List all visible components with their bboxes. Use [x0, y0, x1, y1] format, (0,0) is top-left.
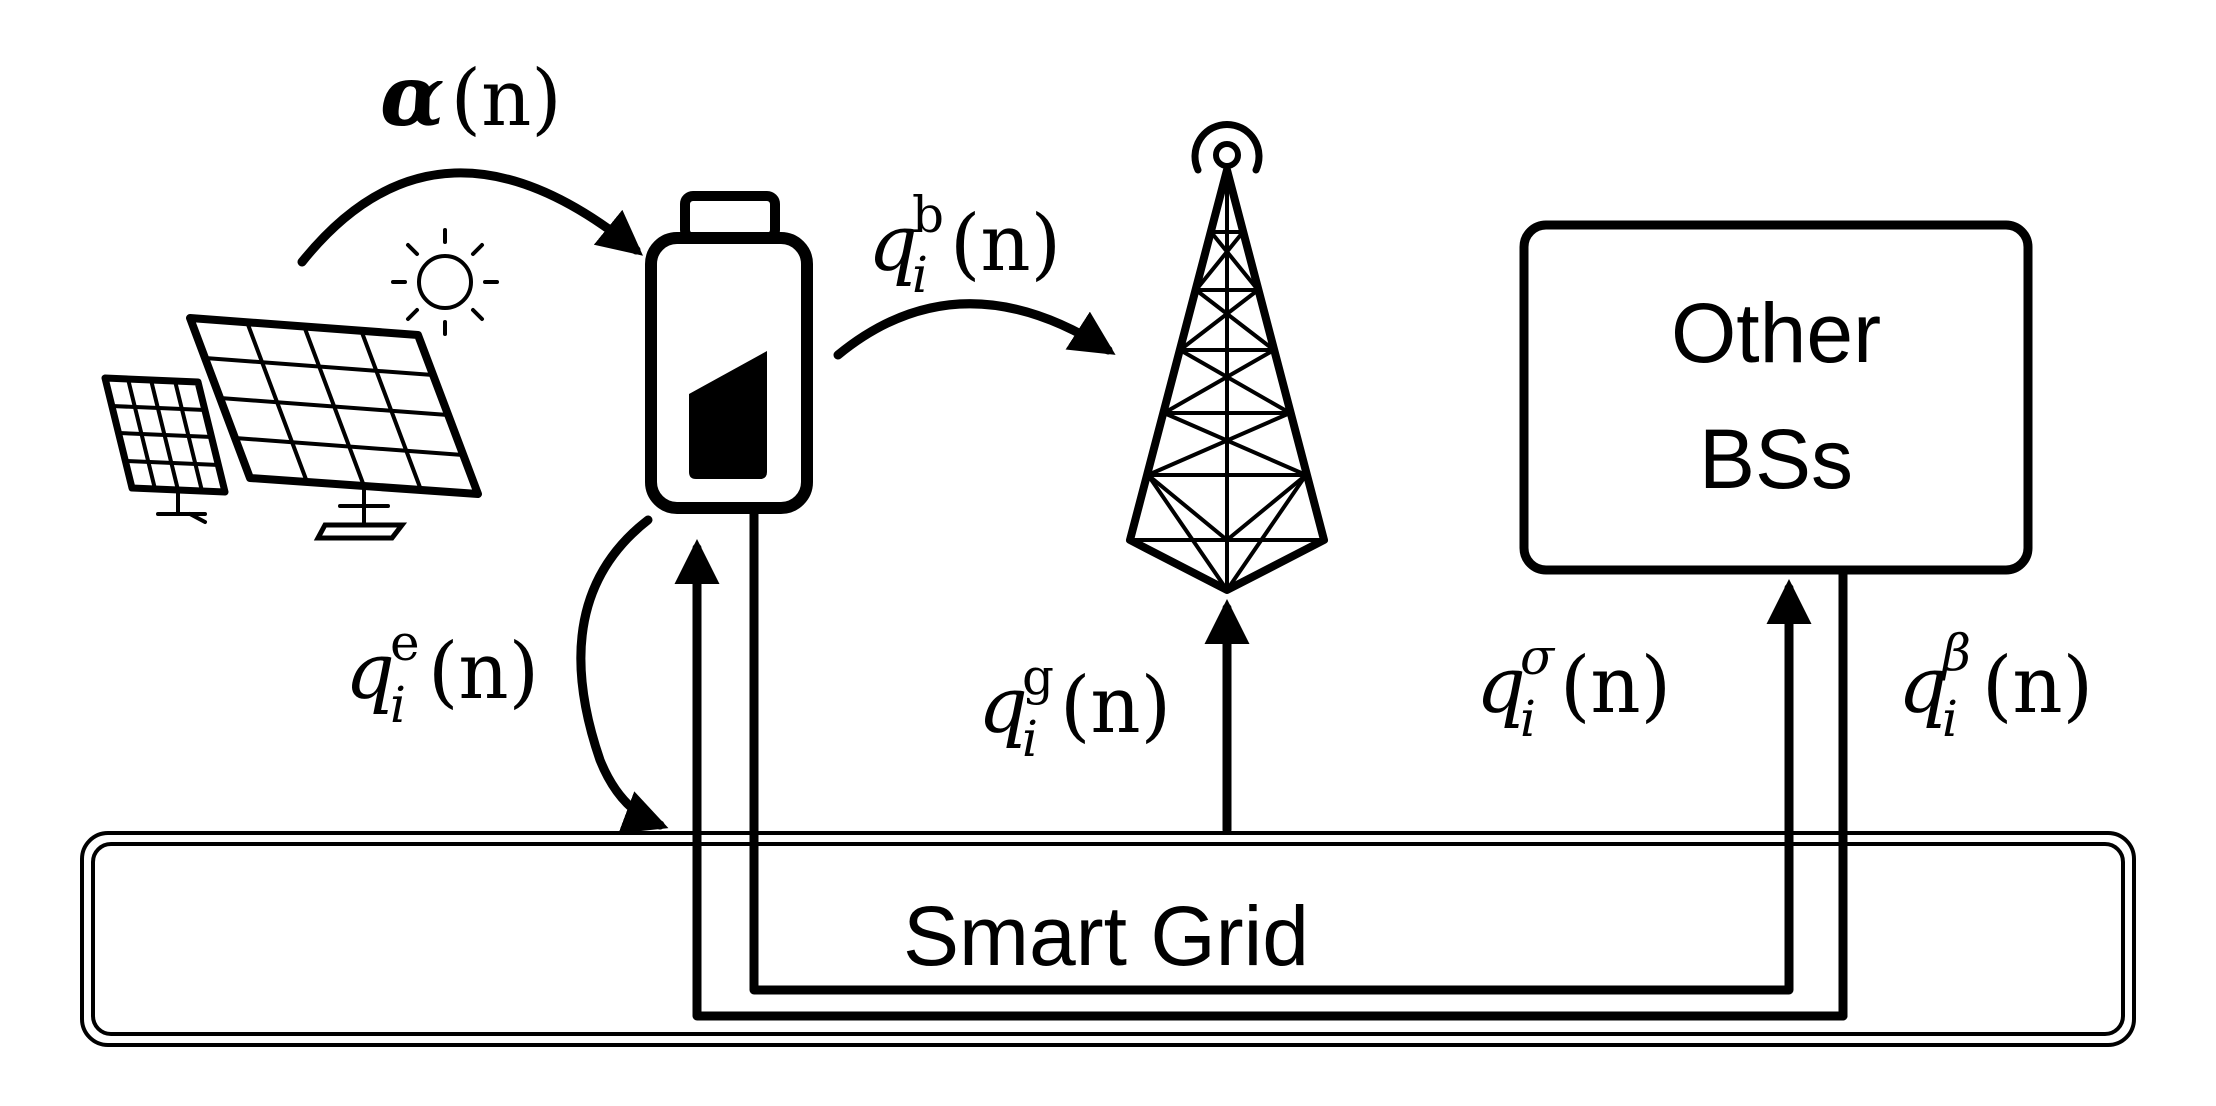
alpha-label: α(n) [380, 46, 562, 145]
svg-text:q: q [1898, 641, 1948, 731]
svg-text:i: i [390, 676, 406, 734]
other-bss-label-line2: BSs [1699, 412, 1853, 506]
grid-to-battery-arrow [674, 539, 1848, 1021]
svg-text:i: i [1942, 690, 1958, 748]
sun-icon [391, 228, 499, 336]
svg-text:i: i [912, 246, 928, 304]
solar-panel-icon [101, 314, 482, 541]
q-e-arrow [576, 515, 669, 834]
cell-tower-icon [1126, 120, 1328, 594]
smart-grid-box: Smart Grid [80, 831, 2136, 1047]
other-bss-label-line1: Other [1671, 286, 1881, 380]
battery-icon [645, 191, 813, 514]
svg-text:i: i [1022, 710, 1038, 768]
svg-text:(n): (n) [950, 199, 1061, 289]
svg-text:g: g [1022, 648, 1054, 706]
svg-text:σ: σ [1520, 628, 1556, 686]
q-b-label: q b i (n) [868, 186, 1061, 304]
svg-text:q: q [345, 627, 395, 717]
q-e-label: q e i (n) [345, 614, 539, 734]
flow-arrows [297, 168, 1848, 1021]
svg-text:q: q [868, 199, 918, 289]
q-g-label: q g i (n) [978, 648, 1171, 768]
svg-text:(n): (n) [1560, 641, 1671, 731]
svg-text:b: b [912, 186, 944, 244]
svg-text:β: β [1940, 624, 1971, 682]
svg-text:(n): (n) [1982, 641, 2093, 731]
svg-text:i: i [1520, 690, 1536, 748]
q-beta-label: q β i (n) [1898, 624, 2093, 748]
alpha-arrow [297, 168, 643, 267]
other-bss-box: Other BSs [1519, 220, 2033, 575]
svg-text:q: q [978, 661, 1028, 751]
smart-grid-label: Smart Grid [903, 889, 1309, 983]
svg-text:q: q [1476, 641, 1526, 731]
svg-text:(n): (n) [428, 627, 539, 717]
flow-labels: α(n) q b i (n) q e i (n) q g i (n) q σ i [345, 46, 2093, 768]
battery-to-other-bss-arrow [749, 503, 1812, 995]
q-b-arrow [833, 299, 1116, 360]
q-sigma-label: q σ i (n) [1476, 628, 1671, 748]
svg-text:e: e [390, 614, 420, 672]
svg-text:(n): (n) [1060, 661, 1171, 751]
